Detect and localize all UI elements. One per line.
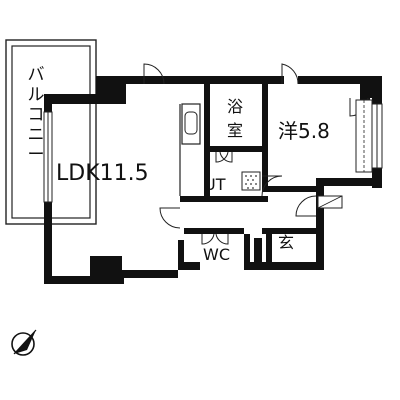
kitchen-sink (181, 103, 201, 145)
room-label-entrance: 玄 (278, 233, 294, 252)
room-label-wc: WC (203, 245, 230, 264)
shoe-box (317, 195, 343, 209)
room-label-bath: 浴 (227, 97, 243, 116)
north-compass-icon (11, 329, 37, 356)
washing-machine-pan (241, 171, 261, 191)
western-closet (355, 99, 373, 173)
interior-walls (180, 84, 322, 270)
balcony-char-5: ー (28, 145, 45, 165)
room-label-bath-2: 室 (227, 121, 243, 140)
balcony-char-4: ニ (28, 125, 45, 145)
western-window (371, 103, 383, 169)
room-label-ldk: LDK11.5 (56, 161, 149, 186)
doors (143, 63, 369, 245)
room-label-western: 洋5.8 (278, 119, 330, 143)
balcony-label: バ ル コ ニ ー (28, 65, 45, 165)
balcony-char-2: ル (28, 85, 45, 105)
room-label-utility: UT (204, 175, 226, 194)
balcony-char-3: コ (28, 105, 45, 125)
balcony-char-1: バ (28, 65, 45, 85)
balcony-window (43, 111, 53, 203)
